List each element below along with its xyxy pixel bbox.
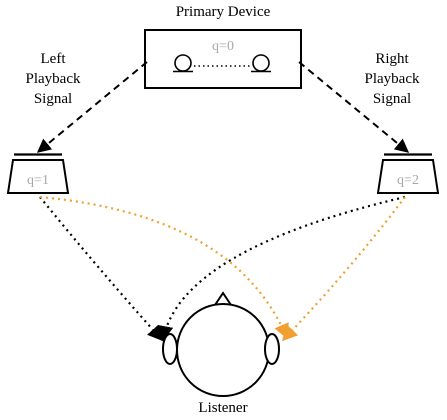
listener-label: Listener <box>198 400 247 416</box>
primary-left-speaker-icon <box>173 54 193 73</box>
left-to-left-ear-path <box>39 196 164 342</box>
left-speaker-q-label: q=1 <box>27 173 49 188</box>
right-speaker-icon <box>376 153 440 194</box>
primary-device-box <box>144 29 302 89</box>
right-signal-label-line1: Right <box>375 51 409 67</box>
left-signal-label-line3: Signal <box>34 91 72 107</box>
primary-right-speaker-icon <box>251 54 271 73</box>
listener-head-icon <box>162 291 280 397</box>
right-signal-label-line3: Signal <box>373 91 411 107</box>
primary-device-q-label: q=0 <box>212 39 234 54</box>
right-speaker-q-label: q=2 <box>397 173 419 188</box>
right-to-right-ear-path <box>281 196 406 342</box>
primary-device-label: Primary Device <box>176 4 271 20</box>
left-speaker-icon <box>6 153 70 194</box>
right-signal-label-line2: Playback <box>365 71 420 87</box>
left-to-right-ear-path <box>39 195 289 340</box>
left-signal-label-line2: Playback <box>26 71 81 87</box>
left-signal-label-line1: Left <box>41 51 67 67</box>
